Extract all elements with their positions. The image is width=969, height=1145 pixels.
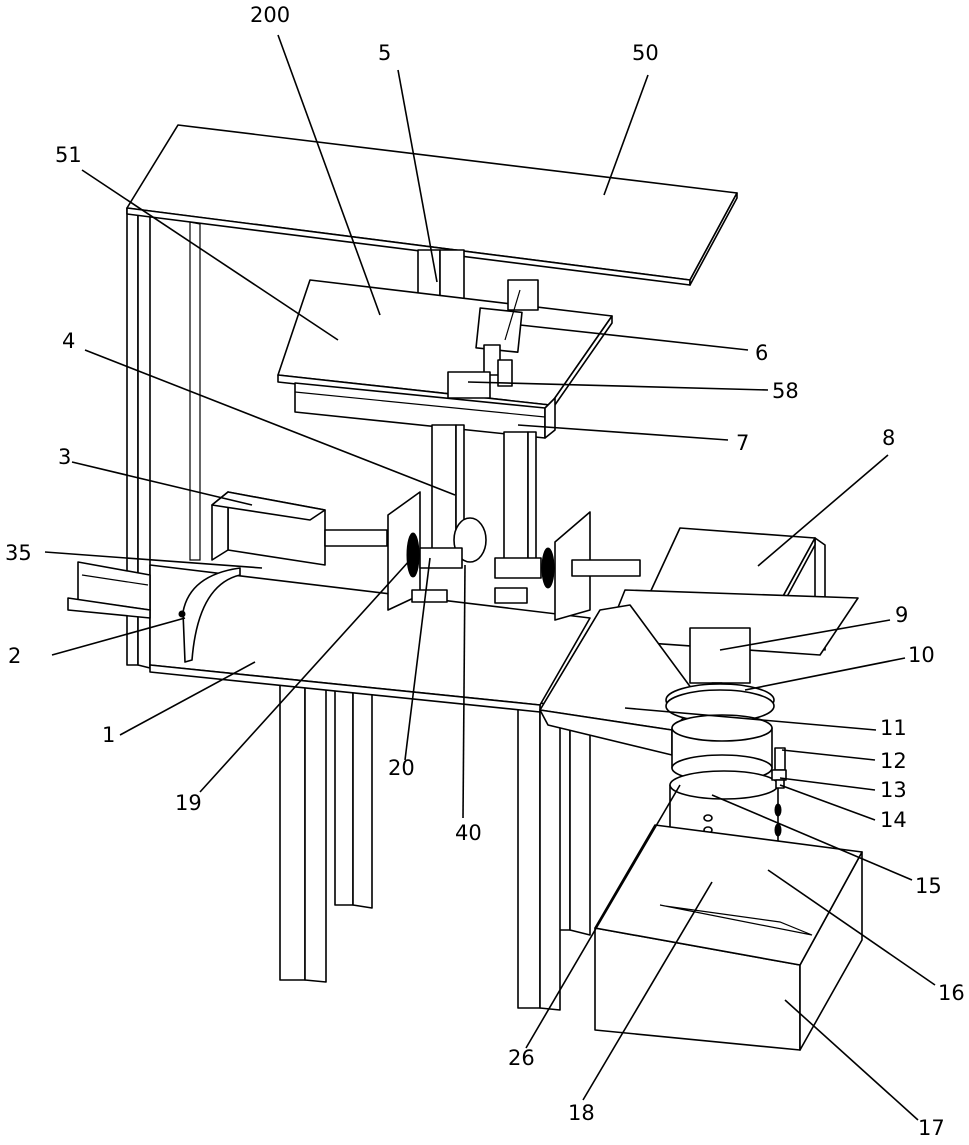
- reference-numeral-8: 8: [882, 426, 895, 450]
- reference-numeral-16: 16: [938, 981, 965, 1005]
- leader-line-13: [780, 778, 875, 790]
- table-legs: [280, 675, 590, 1010]
- reference-numeral-50: 50: [632, 41, 659, 65]
- reference-numeral-17: 17: [918, 1116, 945, 1140]
- reference-numeral-20: 20: [388, 756, 415, 780]
- reference-numeral-6: 6: [755, 341, 768, 365]
- reference-numeral-4: 4: [62, 329, 75, 353]
- reference-numeral-15: 15: [915, 874, 942, 898]
- leader-line-3: [72, 462, 252, 505]
- leader-line-50: [604, 75, 648, 195]
- motor: [212, 492, 387, 565]
- collection-box: [595, 825, 862, 1050]
- leader-line-10: [745, 658, 905, 690]
- reference-numeral-5: 5: [378, 41, 391, 65]
- reference-numeral-2: 2: [8, 644, 21, 668]
- reference-numeral-18: 18: [568, 1101, 595, 1125]
- leader-line-12: [782, 750, 875, 760]
- reference-numeral-40: 40: [455, 821, 482, 845]
- leader-line-14: [780, 785, 875, 820]
- reference-numeral-200: 200: [250, 3, 290, 27]
- reference-numeral-19: 19: [175, 791, 202, 815]
- mounting-plate: [278, 280, 612, 438]
- reference-numeral-10: 10: [908, 643, 935, 667]
- reference-numeral-51: 51: [55, 143, 82, 167]
- reference-numeral-3: 3: [58, 445, 71, 469]
- leader-line-17: [785, 1000, 918, 1120]
- reference-numeral-35: 35: [5, 541, 32, 565]
- reference-numeral-12: 12: [880, 749, 907, 773]
- reference-numeral-1: 1: [102, 723, 115, 747]
- reference-numeral-9: 9: [895, 603, 908, 627]
- reference-numeral-7: 7: [736, 431, 749, 455]
- reference-numeral-26: 26: [508, 1046, 535, 1070]
- reference-numeral-13: 13: [880, 778, 907, 802]
- reference-numeral-58: 58: [772, 379, 799, 403]
- reference-numeral-11: 11: [880, 716, 907, 740]
- reference-numeral-14: 14: [880, 808, 907, 832]
